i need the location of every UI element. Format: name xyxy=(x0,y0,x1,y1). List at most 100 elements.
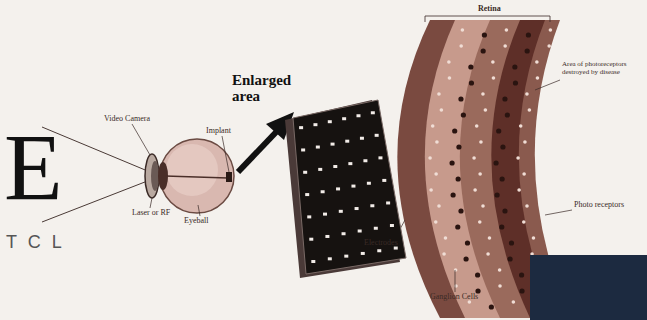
retina-cell xyxy=(525,92,529,96)
electrode xyxy=(355,207,359,210)
electrode xyxy=(303,171,307,174)
retina-cell xyxy=(456,144,461,149)
retina-cell xyxy=(512,64,517,69)
leader-line xyxy=(535,80,560,90)
electrode xyxy=(394,247,398,250)
retina-cell xyxy=(512,300,516,304)
retina-cell xyxy=(516,156,520,160)
electrode xyxy=(370,204,374,207)
electrode xyxy=(351,185,355,188)
electrode xyxy=(333,165,337,168)
retina-cell xyxy=(499,224,504,229)
retina-bracket xyxy=(425,16,550,22)
retina-cell xyxy=(455,224,460,229)
retina-cell xyxy=(492,76,496,80)
retina-cell xyxy=(469,80,474,85)
electrode xyxy=(328,120,332,123)
retina-cell xyxy=(478,172,482,176)
electrode xyxy=(344,255,348,258)
retina-cell xyxy=(549,28,553,32)
electrode xyxy=(356,114,360,117)
retina-cell xyxy=(522,172,526,176)
retina-cell xyxy=(447,60,451,64)
retina-cell xyxy=(486,252,490,256)
part-label: Electrodes xyxy=(364,238,424,247)
eyeball xyxy=(160,139,234,213)
electrode xyxy=(321,190,325,193)
electrode xyxy=(323,213,327,216)
part-label: Retina xyxy=(478,4,528,13)
retina-cell xyxy=(465,240,470,245)
retina-cell xyxy=(481,204,485,208)
electrode xyxy=(309,238,313,241)
retina-cell xyxy=(519,272,524,277)
electrode xyxy=(378,156,382,159)
leader-line xyxy=(455,270,456,292)
electrode xyxy=(307,215,311,218)
electrode xyxy=(386,201,390,204)
leader-line xyxy=(132,124,150,155)
retina-cell xyxy=(463,256,468,261)
retina-cell xyxy=(507,256,512,261)
video-camera xyxy=(145,154,159,198)
retina-cell xyxy=(458,96,463,101)
retina-cell xyxy=(522,220,526,224)
retina-cell xyxy=(478,220,482,224)
part-label: Photo receptors xyxy=(574,200,634,209)
leader-line xyxy=(150,198,152,208)
part-label: Ganglion Cells xyxy=(430,292,490,301)
electrode xyxy=(363,159,367,162)
retina-cell xyxy=(525,48,530,53)
retina-cell xyxy=(449,160,454,165)
electrode xyxy=(299,126,303,129)
retina-cell xyxy=(495,192,500,197)
retina-cell xyxy=(475,124,479,128)
electrode-array xyxy=(293,100,406,274)
retina-cell xyxy=(498,268,502,272)
leader-line xyxy=(198,205,200,216)
retina-cell xyxy=(434,220,438,224)
retina-cell xyxy=(459,44,463,48)
part-label: Area of photoreceptors destroyed by dise… xyxy=(562,60,644,76)
retina-cell xyxy=(437,204,441,208)
electrode xyxy=(374,227,378,230)
retina-cell xyxy=(437,92,441,96)
electrode xyxy=(339,210,343,213)
electrode xyxy=(345,140,349,143)
retina-cell xyxy=(509,240,514,245)
part-label: Laser or RF xyxy=(132,208,172,217)
retina-cell xyxy=(475,272,480,277)
retina-cell xyxy=(519,124,523,128)
electrode xyxy=(390,224,394,227)
retina-cell xyxy=(454,268,458,272)
retina-cell xyxy=(461,28,465,32)
retina-cell xyxy=(442,252,446,256)
retina-cell xyxy=(503,44,507,48)
implant xyxy=(226,172,232,182)
electrode xyxy=(342,117,346,120)
part-label: Implant xyxy=(206,126,246,135)
retina-cell xyxy=(513,80,518,85)
retina-cell xyxy=(431,124,435,128)
electrode xyxy=(382,179,386,182)
retina-cell xyxy=(479,140,483,144)
electrode xyxy=(311,260,315,263)
dark-panel xyxy=(530,255,647,320)
retina-cell xyxy=(488,236,492,240)
light-path xyxy=(165,176,228,178)
retina-cell xyxy=(482,32,487,37)
electrode xyxy=(367,182,371,185)
electrode xyxy=(305,193,309,196)
retina-cell xyxy=(491,60,495,64)
retina-cell xyxy=(523,140,527,144)
retina-cell xyxy=(500,176,505,181)
electrode xyxy=(360,137,364,140)
leader-line xyxy=(545,210,572,215)
chart-letter: E xyxy=(4,118,64,218)
retina-cell xyxy=(461,112,466,117)
electrode xyxy=(371,111,375,114)
retina-cell xyxy=(452,128,457,133)
retina-cell xyxy=(435,140,439,144)
retina-cell xyxy=(496,128,501,133)
retina-cell xyxy=(519,288,524,293)
